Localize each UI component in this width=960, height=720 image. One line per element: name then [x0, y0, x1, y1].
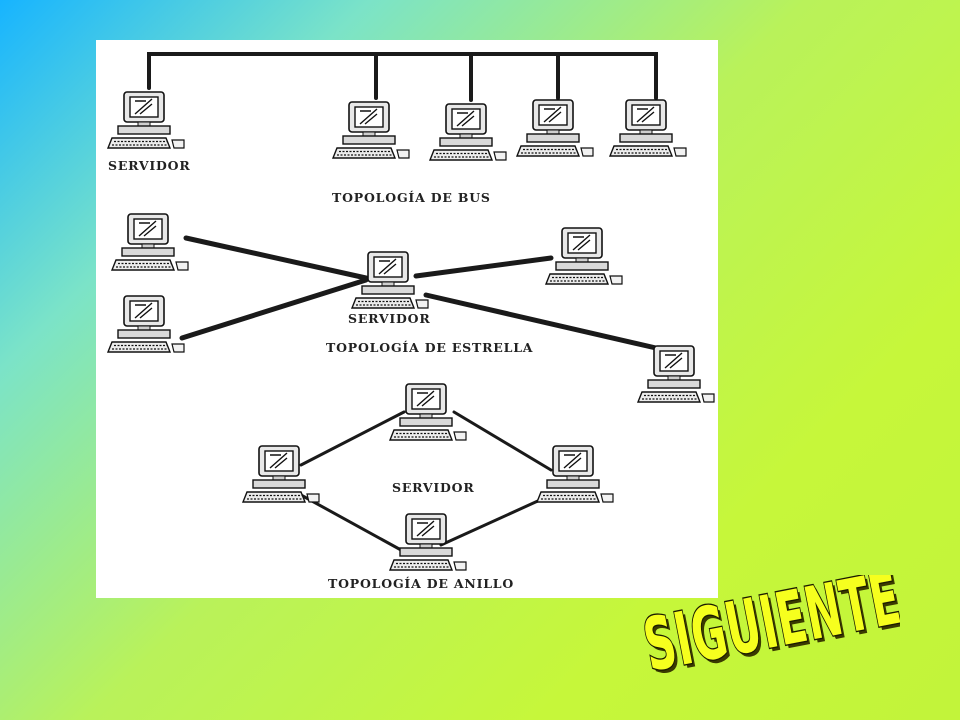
bus-topology: SERVIDOR TOPOLOGÍA DE BUS [107, 52, 687, 205]
ring-server-label: SERVIDOR [392, 480, 475, 495]
bus-client-computer-icon [429, 103, 507, 161]
star-client-computer-icon [637, 345, 715, 403]
ring-server-computer-icon [389, 513, 467, 571]
next-label: SIGUIENTE [640, 575, 900, 689]
bus-client-computer-icon [332, 101, 410, 159]
network-topology-diagram: SERVIDOR TOPOLOGÍA DE BUS SERVIDOR TOPOL… [96, 40, 718, 598]
bus-client-computer-icon [516, 99, 594, 157]
bus-trunk-cable [147, 52, 658, 100]
star-client-computer-icon [545, 227, 623, 285]
next-slide-button[interactable]: SIGUIENTE SIGUIENTE [636, 556, 910, 695]
bus-drop-cable [374, 52, 560, 102]
ring-cable [299, 410, 553, 552]
star-topology: SERVIDOR TOPOLOGÍA DE ESTRELLA [107, 213, 715, 403]
ring-client-computer-icon [536, 445, 614, 503]
ring-topology-title: TOPOLOGÍA DE ANILLO [328, 576, 514, 591]
ring-topology: SERVIDOR TOPOLOGÍA DE ANILLO [242, 383, 614, 591]
star-topology-title: TOPOLOGÍA DE ESTRELLA [326, 340, 533, 355]
bus-client-computer-icon [609, 99, 687, 157]
star-client-computer-icon [111, 213, 189, 271]
star-client-computer-icon [107, 295, 185, 353]
star-server-label: SERVIDOR [348, 311, 431, 326]
bus-topology-title: TOPOLOGÍA DE BUS [332, 190, 491, 205]
ring-client-computer-icon [242, 445, 320, 503]
star-cable [179, 235, 659, 351]
bus-server-computer-icon [107, 91, 185, 149]
bus-server-label: SERVIDOR [108, 158, 191, 173]
